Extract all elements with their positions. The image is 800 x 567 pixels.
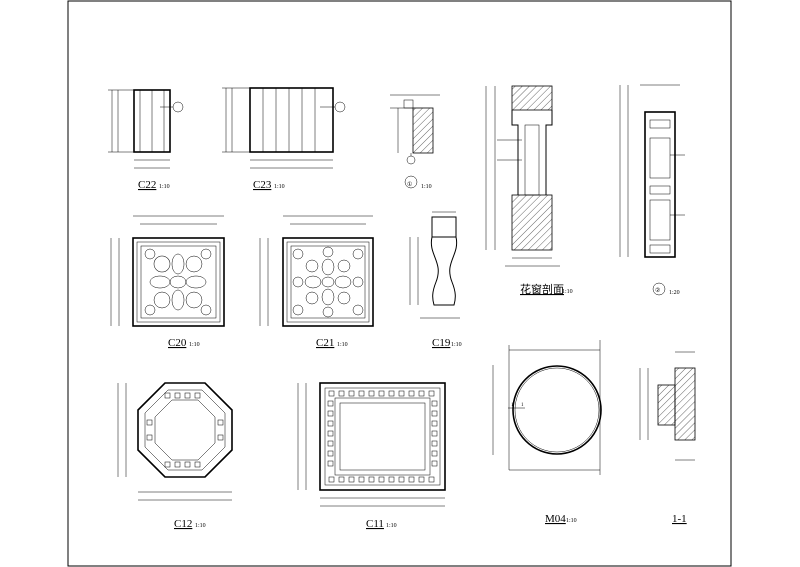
border-tile xyxy=(368,390,375,397)
drawing-title: 花窗剖面 xyxy=(520,282,564,296)
drawing-scale: 1:10 xyxy=(337,342,348,348)
border-tile xyxy=(428,390,435,397)
section-mark: 1 xyxy=(511,403,514,408)
drawing-title: C21 xyxy=(316,337,334,349)
drawing-scale: 1:20 xyxy=(669,290,680,296)
drawing-title: C23 xyxy=(253,179,272,191)
drawing-window-section: 花窗剖面 1:10 xyxy=(485,85,573,296)
drawing-scale: 1:10 xyxy=(386,523,397,529)
drawing-scale: 1:10 xyxy=(451,342,462,348)
border-tile xyxy=(428,476,435,483)
detail-number: ① xyxy=(407,181,412,188)
border-tile xyxy=(431,400,438,407)
border-tile xyxy=(328,390,335,397)
border-tile xyxy=(431,410,438,417)
drawing-title: C12 xyxy=(174,518,192,530)
border-tile xyxy=(431,420,438,427)
drawing-scale: 1:10 xyxy=(562,289,573,295)
drawing-c20: C20 1:10 xyxy=(110,215,225,349)
border-tile xyxy=(327,410,334,417)
border-tile xyxy=(418,476,425,483)
border-tile xyxy=(327,420,334,427)
drawing-title: C22 xyxy=(138,179,156,191)
border-tile xyxy=(398,476,405,483)
border-tile xyxy=(358,476,365,483)
drawing-title: C20 xyxy=(168,337,187,349)
drawing-c19: C19 1:10 xyxy=(409,211,462,349)
border-tile xyxy=(378,476,385,483)
border-tile xyxy=(388,476,395,483)
callout-marker xyxy=(334,101,346,113)
border-tile xyxy=(327,430,334,437)
drawing-scale: 1:10 xyxy=(274,184,285,190)
drawing-title: C11 xyxy=(366,518,384,530)
border-tile xyxy=(398,390,405,397)
border-tile xyxy=(338,476,345,483)
border-tile xyxy=(327,460,334,467)
section-mark: 1 xyxy=(521,403,524,408)
callout-marker xyxy=(172,101,184,113)
drawing-scale: 1:10 xyxy=(566,518,577,524)
border-tile xyxy=(378,390,385,397)
drawing-section-1-1: 1-1 xyxy=(639,351,696,525)
sheet-border xyxy=(67,0,732,567)
border-tile xyxy=(431,460,438,467)
border-tile xyxy=(327,400,334,407)
border-tile xyxy=(348,390,355,397)
border-tile xyxy=(358,390,365,397)
drawing-m04: 1 1 M04 1:10 xyxy=(492,340,602,525)
border-tile xyxy=(431,450,438,457)
drawing-title: M04 xyxy=(545,513,566,525)
drawing-c22: C22 1:10 xyxy=(108,89,184,191)
border-tile xyxy=(418,390,425,397)
border-tile xyxy=(327,440,334,447)
drawing-scale: 1:10 xyxy=(159,184,170,190)
border-tile xyxy=(368,476,375,483)
drawing-c21: C21 1:10 xyxy=(259,215,374,349)
drawing-detail-2: ② 1:20 xyxy=(619,84,685,296)
border-tile xyxy=(388,390,395,397)
border-tile xyxy=(338,390,345,397)
border-tile xyxy=(408,476,415,483)
border-tile xyxy=(328,476,335,483)
drawing-scale: 1:10 xyxy=(189,342,200,348)
border-tile xyxy=(348,476,355,483)
border-tile xyxy=(408,390,415,397)
drawing-c23: C23 1:10 xyxy=(222,87,346,191)
drawing-c12: C12 1:10 xyxy=(117,382,233,530)
drawing-detail-1: ① 1:10 xyxy=(390,94,440,190)
border-tile xyxy=(431,440,438,447)
border-tile xyxy=(431,430,438,437)
detail-number: ② xyxy=(655,287,660,294)
drawing-scale: 1:10 xyxy=(421,184,432,190)
drawing-scale: 1:10 xyxy=(195,523,206,529)
drawing-title: C19 xyxy=(432,337,451,349)
drawing-title: 1-1 xyxy=(672,513,687,525)
drawing-c11: C11 1:10 xyxy=(297,382,446,530)
border-tile xyxy=(327,450,334,457)
